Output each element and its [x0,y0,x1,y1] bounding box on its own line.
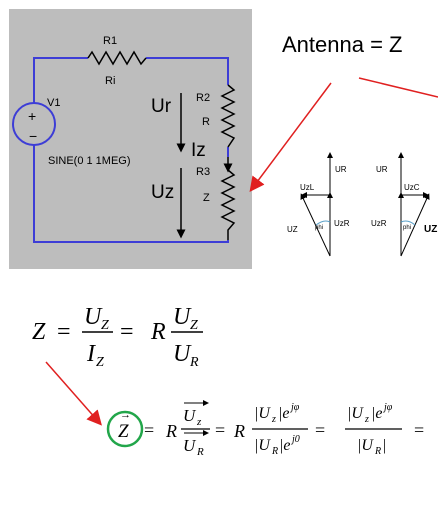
f2-frac2-num-sub: z [271,414,276,425]
f2-eq2: = [215,420,225,440]
f2-frac2-den: |U [254,437,271,454]
f2-eq1: = [144,420,154,440]
f2-frac3-num-tail: |e [371,405,383,422]
f2-lhs-arrow: → [120,409,131,421]
f2-eq3: = [315,420,325,440]
f2-frac1-den-sub: R [196,446,204,458]
phasor-right-uz: UZ [424,224,437,235]
voltage-source-v1 [12,102,56,146]
phasor-left-uzl: UzL [300,183,315,192]
f1-eq1: = [57,319,71,345]
phasor-right-uzc: UzC [404,183,420,192]
f1-eq2: = [120,319,134,345]
f1-den2: U [173,341,192,367]
f2-coef2: R [233,421,245,441]
f1-num1-sub: Z [101,318,109,333]
f1-lhs: Z [32,319,46,345]
f2-frac3-den-tail: | [382,437,386,454]
f2-frac3-den-sub: R [374,446,381,457]
f2-lhs: Z [118,421,129,442]
circuit-schematic: + − R1 Ri V1 SINE(0 1 1MEG) R2 R R3 Z Ur… [9,9,252,269]
f2-frac3-num-sub: z [364,414,369,425]
f2-frac1-num-sub: z [196,416,202,428]
f2-frac2-den-exp: j0 [290,434,300,445]
resistor-r2 [220,84,236,148]
label-r2: R2 [196,92,210,104]
label-r1: R1 [103,35,117,47]
label-r3: R3 [196,166,210,178]
label-ri: Ri [105,75,115,87]
circuit-panel-background [9,9,252,269]
f2-frac1-num: U [183,406,197,425]
f2-frac3-num-exp: jφ [382,402,393,413]
f2-frac2-den-tail: |e [279,437,291,454]
f1-num1: U [84,304,103,330]
phasor-right-ur: UR [376,165,388,174]
label-uz: Uz [151,182,174,203]
f2-frac2-num-tail: |e [278,405,290,422]
f1-den1: I [86,341,96,367]
f2-frac3-num: |U [347,405,364,422]
phasor-right-uzr: UzR [371,219,387,228]
page-title: Antenna = Z [282,32,402,57]
circuit-wires [33,57,229,243]
f2-frac2-num: |U [254,405,271,422]
f2-frac2-den-sub: R [271,446,278,457]
f1-num2-sub: Z [190,318,198,333]
label-source: SINE(0 1 1MEG) [48,155,131,167]
phasor-left-phi: phi [315,225,323,231]
f1-den2-sub: R [189,355,199,370]
f2-frac1-den: U [183,436,197,455]
formula-impedance-ratio: Z = U Z I Z = R U Z U R [32,304,203,370]
pointer-arrow-to-formula [45,361,102,426]
f1-num2: U [173,304,192,330]
resistor-r1 [87,50,147,66]
phasor-right-phi: phi [403,225,411,231]
f2-coef1: R [165,421,177,441]
label-v1: V1 [47,97,60,109]
f2-frac2-num-exp: jφ [289,402,300,413]
source-plus-sign: + [28,108,36,124]
f2-frac3-den: |U [357,437,374,454]
label-iz: Iz [191,140,206,161]
phasor-diagram-inductive: UR UzL UzR UZ phi [287,152,350,257]
resistor-r3 [220,169,236,240]
f2-eq4: = [414,420,424,440]
pointer-line-right [358,77,438,98]
f1-den1-sub: Z [96,355,104,370]
phasor-left-uz: UZ [287,225,298,234]
label-ur: Ur [151,96,172,117]
label-z: Z [203,192,210,204]
source-minus-sign: − [29,128,37,144]
label-r: R [202,116,210,128]
phasor-left-uzr: UzR [334,219,350,228]
phasor-diagram-capacitive: UR UzC UzR UZ phi [371,152,437,257]
phasor-left-ur: UR [335,165,347,174]
pointer-arrow-to-circuit [249,82,332,193]
f1-coef: R [150,319,166,345]
z-highlight-circle [106,410,144,448]
formula-complex-impedance: → Z = R U z U R = R |U z |e jφ |U R |e j… [106,400,424,458]
